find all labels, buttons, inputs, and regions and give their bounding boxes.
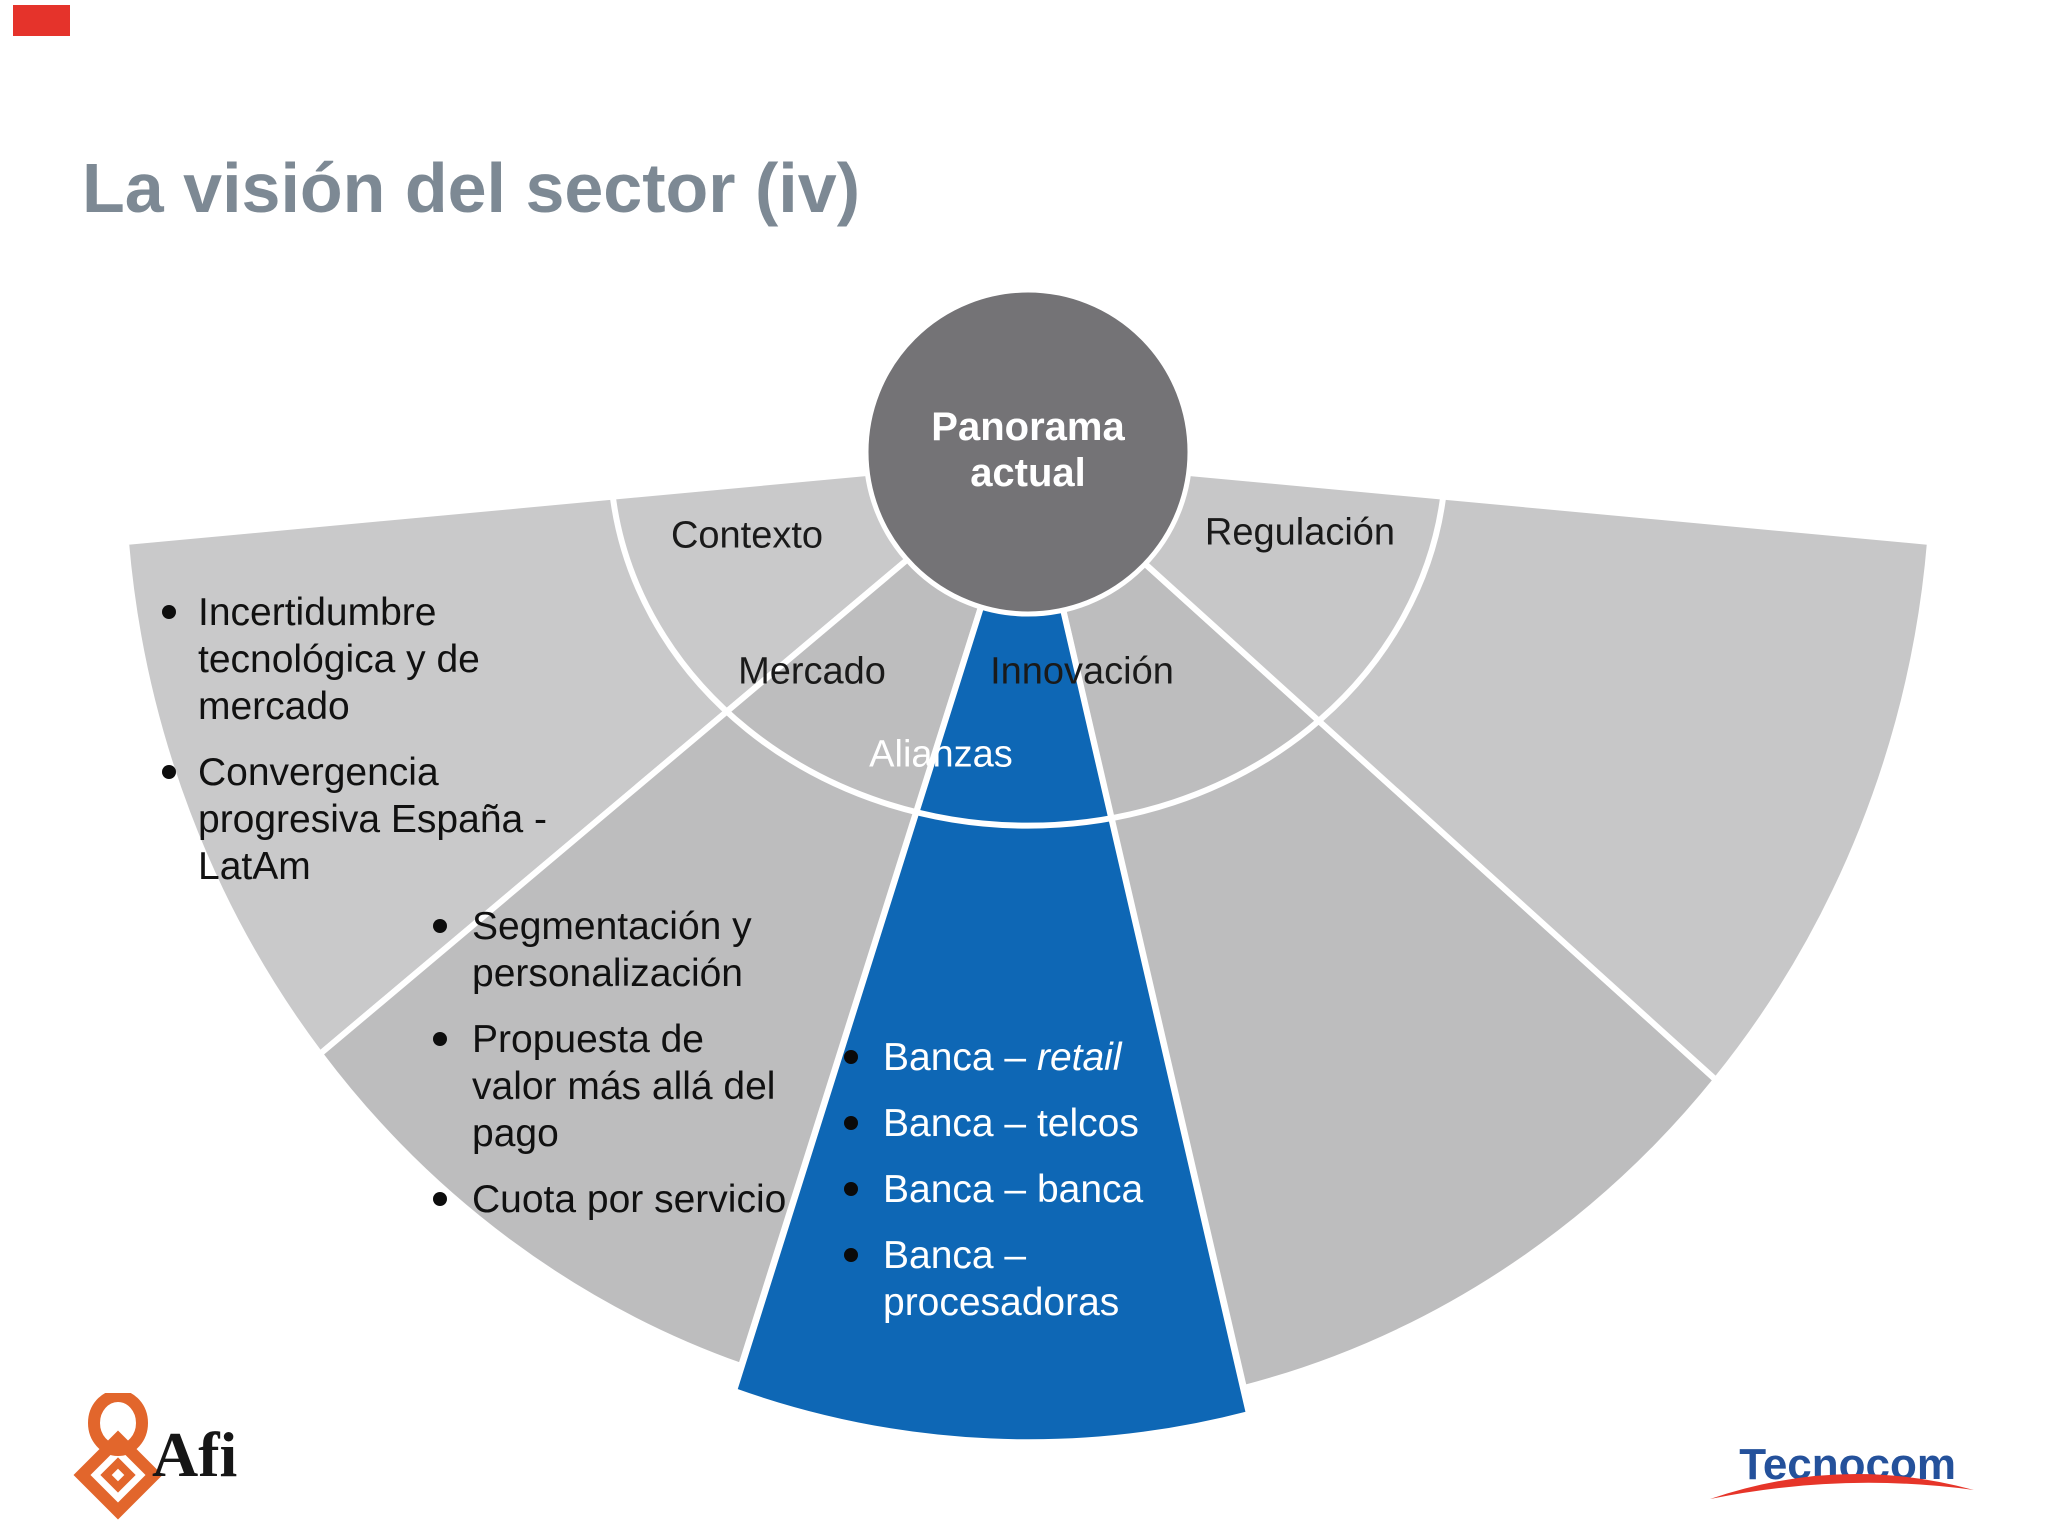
bullet-dot — [844, 1248, 858, 1262]
bullet-dot — [433, 919, 447, 933]
list-item: Segmentación y personalización — [428, 903, 928, 997]
afi-logo-text: Afi — [152, 1419, 238, 1490]
list-item: Cuota por servicio — [428, 1176, 928, 1223]
bullet-text: Segmentación y personalización — [472, 905, 752, 995]
sector-label-mercado: Mercado — [738, 650, 886, 693]
bullet-text: Propuesta de valor más allá del pago — [472, 1018, 776, 1155]
bullet-dot — [844, 1116, 858, 1130]
list-item: Incertidumbre tecnológica y de mercado — [158, 589, 658, 730]
list-item: Banca – telcos — [838, 1100, 1258, 1147]
sector-label-contexto: Contexto — [670, 514, 824, 557]
tecnocom-swoosh-icon — [1710, 1474, 1974, 1499]
list-item: Banca – retail — [838, 1034, 1258, 1081]
list-item: Banca – procesadoras — [838, 1232, 1258, 1326]
afi-logo — [73, 1393, 163, 1520]
list-item: Banca – banca — [838, 1166, 1258, 1213]
afi-knot-icon — [73, 1393, 163, 1520]
bullet-dot — [433, 1032, 447, 1046]
list-item: Convergencia progresiva España - LatAm — [158, 749, 658, 890]
bullet-text: Banca – procesadoras — [883, 1234, 1120, 1324]
list-item: Propuesta de valor más allá del pago — [428, 1016, 928, 1157]
bullet-text: Banca – banca — [883, 1168, 1144, 1211]
contexto-bullet-list: Incertidumbre tecnológica y de mercado C… — [158, 589, 658, 909]
inner-ring-arc — [609, 489, 1447, 829]
fan-sector-contexto — [123, 455, 1031, 1057]
bullet-text: Banca – — [883, 1036, 1037, 1079]
center-circle-label: Panorama actual — [931, 405, 1125, 495]
bullet-dot — [844, 1182, 858, 1196]
bullet-dot — [433, 1192, 447, 1206]
bullet-text: Cuota por servicio — [472, 1178, 787, 1221]
fan-sector-innovacion — [1025, 455, 1719, 1391]
bullet-text: Banca – telcos — [883, 1102, 1139, 1145]
bullet-text: Convergencia progresiva España - LatAm — [198, 751, 548, 888]
sector-label-innovacion: Innovación — [990, 650, 1174, 693]
bullet-dot — [844, 1050, 858, 1064]
bullet-dot — [162, 605, 176, 619]
center-circle — [863, 287, 1193, 617]
mercado-bullet-list: Segmentación y personalización Propuesta… — [428, 903, 928, 1242]
sector-label-alianzas: Alianzas — [869, 733, 1013, 776]
corner-accent-rectangle — [13, 5, 70, 36]
fan-sector-mercado — [317, 455, 1031, 1369]
fan-sector-regulacion — [1025, 455, 1933, 1083]
bullet-dot — [162, 765, 176, 779]
alianzas-bullet-list: Banca – retail Banca – telcos Banca – ba… — [838, 1034, 1258, 1345]
sector-label-regulacion: Regulación — [1204, 511, 1396, 554]
bullet-text: Incertidumbre tecnológica y de mercado — [198, 591, 480, 728]
fan-sector-alianzas-highlighted — [731, 455, 1252, 1446]
slide-title: La visión del sector (iv) — [82, 149, 860, 227]
bullet-text-italic: retail — [1036, 1036, 1122, 1079]
